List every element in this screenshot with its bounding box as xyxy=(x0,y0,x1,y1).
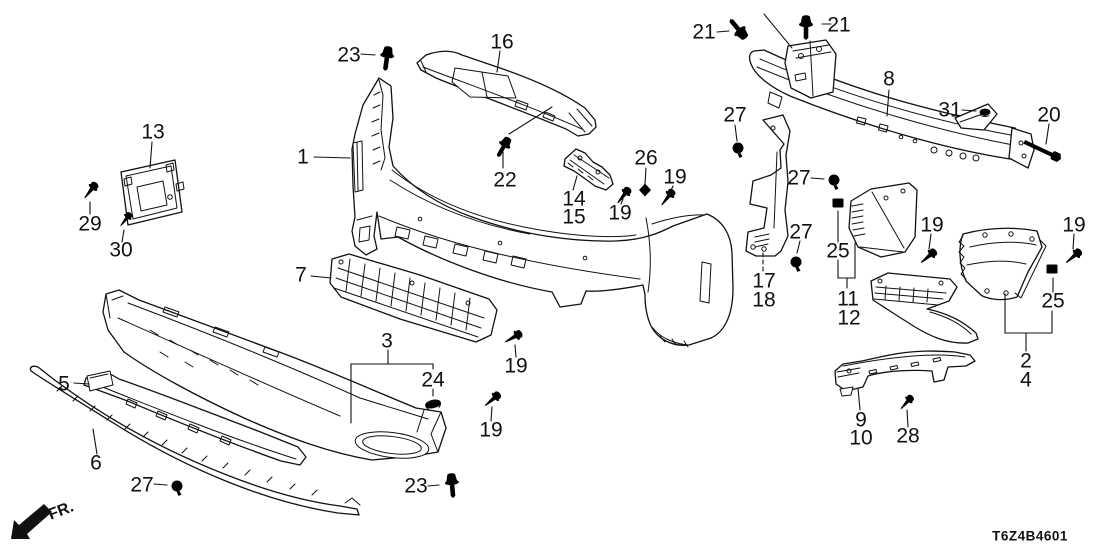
part-label: 7 xyxy=(295,264,307,287)
clip-icon xyxy=(732,142,744,158)
clip-icon xyxy=(790,256,802,272)
part-label: 10 xyxy=(849,427,872,450)
part-label: 19 xyxy=(663,166,686,189)
front-direction-label: FR. xyxy=(46,498,76,523)
front-direction-indicator: FR. xyxy=(11,498,76,539)
part-side-spacer-plate xyxy=(745,114,791,257)
part-label: 4 xyxy=(1020,369,1032,392)
screw-icon xyxy=(501,327,525,348)
screw-icon xyxy=(896,392,916,413)
part-lower-grille xyxy=(329,253,498,343)
part-label: 18 xyxy=(752,289,775,312)
clip-icon xyxy=(828,174,840,190)
part-label: 26 xyxy=(634,147,657,170)
part-label: 27 xyxy=(787,167,810,190)
part-beam-stay xyxy=(834,350,976,397)
parts-artwork xyxy=(29,13,1047,516)
square-clip-icon xyxy=(830,198,844,208)
part-label: 6 xyxy=(90,452,102,475)
part-label: 21 xyxy=(827,14,850,37)
part-bumper-beam xyxy=(748,13,1035,169)
part-label: 15 xyxy=(562,206,585,229)
part-label: 27 xyxy=(789,221,812,244)
bolt-icon xyxy=(799,15,813,40)
part-label: 23 xyxy=(404,475,427,498)
nut-icon xyxy=(979,108,991,117)
part-label: 25 xyxy=(826,240,849,263)
part-side-bracket xyxy=(563,148,614,191)
square-clip-icon xyxy=(1044,264,1058,274)
leader-lines xyxy=(73,23,1075,487)
bolt-icon xyxy=(378,45,396,72)
part-label: 27 xyxy=(723,104,746,127)
screw-icon xyxy=(657,186,678,209)
part-corner-garnish-assembly xyxy=(870,227,1047,344)
nut-icon xyxy=(639,183,651,197)
part-label: 16 xyxy=(490,31,513,54)
part-label: 20 xyxy=(1037,104,1060,127)
part-label: 19 xyxy=(608,202,631,225)
part-label: 9 xyxy=(855,409,867,432)
screw-icon xyxy=(917,246,940,268)
front-arrow-icon xyxy=(11,504,52,539)
part-label: 25 xyxy=(1041,290,1064,313)
part-label: 13 xyxy=(141,121,164,144)
part-label: 14 xyxy=(562,188,586,211)
part-skid-garnish xyxy=(102,289,447,461)
part-upper-garnish xyxy=(416,50,597,137)
part-label: 19 xyxy=(479,419,502,442)
part-label: 8 xyxy=(883,68,895,91)
screw-icon xyxy=(80,179,101,202)
part-label: 27 xyxy=(130,474,153,497)
bolt-icon xyxy=(444,472,461,499)
diagram-code: T6Z4B4601 xyxy=(992,529,1068,544)
part-front-lip-molding xyxy=(83,370,307,466)
clip-icon xyxy=(171,480,183,496)
part-label: 23 xyxy=(337,44,360,67)
part-fog-garnish-plate xyxy=(848,182,918,258)
part-label: 30 xyxy=(109,239,132,262)
part-label: 1 xyxy=(297,146,309,169)
part-label: 12 xyxy=(837,307,860,330)
part-label: 28 xyxy=(896,425,919,448)
part-label: 24 xyxy=(421,369,445,392)
part-license-plate-bracket xyxy=(120,159,185,226)
bolt-icon xyxy=(724,14,752,43)
part-front-lip-strip xyxy=(29,365,361,516)
part-front-bumper-face xyxy=(351,77,734,348)
part-label: 2 xyxy=(1020,350,1032,373)
part-label: 22 xyxy=(493,169,516,192)
part-label: 17 xyxy=(752,270,775,293)
part-label: 29 xyxy=(78,213,101,236)
part-labels: 23 16 1 22 13 29 30 14 15 26 19 19 27 27… xyxy=(58,14,1086,498)
part-label: 19 xyxy=(920,214,943,237)
part-label: 19 xyxy=(1062,214,1085,237)
part-label: 11 xyxy=(837,288,859,311)
part-label: 5 xyxy=(58,373,70,396)
part-label: 31 xyxy=(938,99,961,122)
part-label: 21 xyxy=(692,21,715,44)
part-label: 19 xyxy=(504,355,527,378)
part-label: 3 xyxy=(381,330,393,353)
